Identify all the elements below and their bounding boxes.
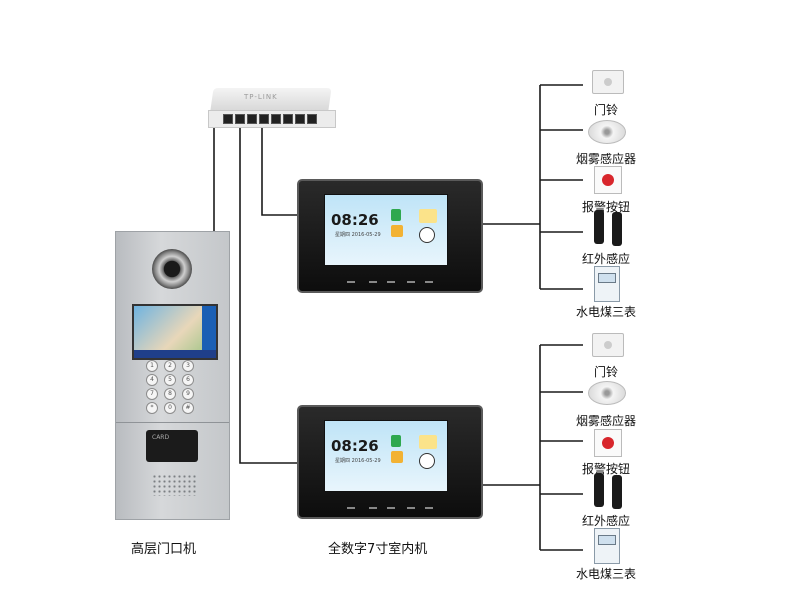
alarm-button-icon [594,429,622,457]
sensor-label-doorbell: 门铃 [593,365,618,379]
keypad-key: 2 [164,360,176,372]
sensor-label-smoke: 烟雾感应器 [575,414,636,428]
infrared-sensor-icon [594,473,626,509]
monitor-date: 星期四 2016-05-29 [335,232,381,238]
utility-meter-icon [594,528,620,564]
monitor-date: 星期四 2016-05-29 [335,458,381,464]
mic-tile-icon [391,209,401,221]
utility-meter-icon [594,266,620,302]
camera-icon [152,249,192,289]
folder-tile-icon [391,451,403,463]
keypad-key: * [146,402,158,414]
speaker-grille [152,474,196,496]
door-unit-label: 高层门口机 [131,542,197,557]
widget-tile-icon [419,435,437,449]
network-switch: TP-LINK [208,88,336,128]
camera-tile-icon [419,453,435,469]
sensor-label-meter: 水电煤三表 [575,305,636,319]
mic-tile-icon [391,435,401,447]
card-reader-label: CARD [152,434,170,441]
doorbell-icon [592,70,624,94]
card-reader: CARD [146,430,198,462]
keypad-key: 4 [146,374,158,386]
keypad-key: 3 [182,360,194,372]
smoke-detector-icon [588,120,626,144]
widget-tile-icon [419,209,437,223]
doorbell-icon [592,333,624,357]
switch-monitor2-cable [239,128,298,464]
indoor-monitor-1: 08:26 星期四 2016-05-29 [297,179,483,293]
indoor-monitor-2: 08:26 星期四 2016-05-29 [297,405,483,519]
keypad-key: 7 [146,388,158,400]
keypad-key: 5 [164,374,176,386]
monitor-screen: 08:26 星期四 2016-05-29 [324,420,448,492]
alarm-button-icon [594,166,622,194]
camera-tile-icon [419,227,435,243]
sensor-label-meter: 水电煤三表 [575,567,636,581]
monitor-time: 08:26 [331,211,379,229]
monitor-screen: 08:26 星期四 2016-05-29 [324,194,448,266]
keypad-key: 0 [164,402,176,414]
keypad-key: 1 [146,360,158,372]
door-display [132,304,218,360]
infrared-sensor-icon [594,210,626,246]
keypad-key: # [182,402,194,414]
sensor-label-alarm: 报警按钮 [581,200,630,214]
keypad-key: 9 [182,388,194,400]
sensor-label-doorbell: 门铃 [593,103,618,117]
smoke-detector-icon [588,381,626,405]
switch-monitor1-cable [261,128,298,216]
sensor-label-infrared: 红外感应 [581,514,630,528]
switch-brand: TP-LINK [244,93,278,101]
monitor-time: 08:26 [331,437,379,455]
monitor-label: 全数字7寸室内机 [328,542,428,557]
sensor-label-infrared: 红外感应 [581,252,630,266]
keypad-key: 6 [182,374,194,386]
sensor-label-alarm: 报警按钮 [581,462,630,476]
keypad-key: 8 [164,388,176,400]
folder-tile-icon [391,225,403,237]
sensor-label-smoke: 烟雾感应器 [575,152,636,166]
